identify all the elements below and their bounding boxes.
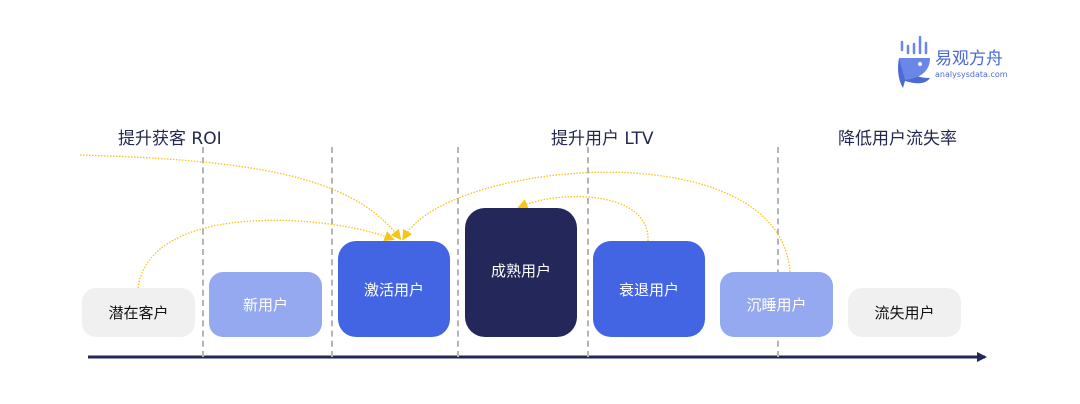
logo-domain: analysysdata.com (935, 70, 1008, 79)
stage-divider (587, 147, 589, 357)
heading-acquisition-roi: 提升获客 ROI (118, 129, 222, 149)
stage-divider (777, 147, 779, 357)
flow-arrow-acquisition (79, 154, 402, 241)
stage-mature-label: 成熟用户 (490, 262, 551, 280)
heading-user-ltv: 提升用户 LTV (551, 129, 654, 149)
logo-name: 易观方舟 (935, 49, 1003, 69)
flow-arrow-potential-to-active (137, 219, 395, 289)
stage-new: 新用户 (209, 272, 322, 337)
stage-mature: 成熟用户 (465, 208, 577, 337)
stage-dormant: 沉睡用户 (720, 272, 833, 337)
stage-divider (457, 147, 459, 357)
stage-divider (202, 147, 204, 357)
flow-arrow-dormant-to-active (402, 171, 791, 273)
stage-potential: 潜在客户 (82, 288, 195, 337)
stage-churned: 流失用户 (848, 288, 961, 337)
stage-active: 激活用户 (338, 241, 450, 337)
stage-divider (331, 147, 333, 357)
heading-reduce-churn: 降低用户流失率 (838, 129, 957, 149)
flow-arrow-declining-to-mature (517, 195, 649, 242)
stage-declining: 衰退用户 (593, 241, 705, 337)
